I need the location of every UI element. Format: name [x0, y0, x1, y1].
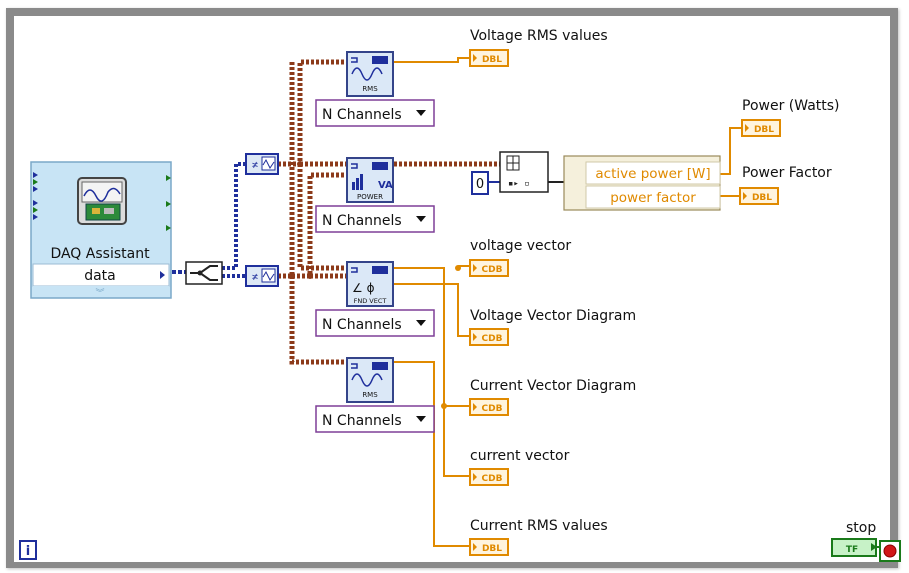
rms-block-voltage[interactable]: RMS: [346, 51, 394, 97]
indicator-power-watts[interactable]: Power (Watts) DBL: [741, 98, 840, 137]
indicator-label: Power (Watts): [742, 98, 840, 114]
indicator-type-tag: DBL: [482, 544, 502, 554]
index-constant-value: 0: [476, 177, 484, 192]
indicator-label: Voltage Vector Diagram: [470, 308, 636, 324]
mode-selector-3[interactable]: N Channels: [315, 309, 435, 337]
indicator-type-tag: CDB: [482, 265, 503, 275]
indicator-type-tag: CDB: [482, 334, 503, 344]
rms-glyph-label: RMS: [362, 85, 378, 93]
wire-current-cluster[interactable]: [278, 60, 347, 365]
daq-output-data[interactable]: data: [84, 268, 116, 284]
loop-iteration-label: i: [26, 544, 30, 559]
chevron-down-icon: [416, 216, 426, 222]
terminal-arrow-icon: [473, 403, 477, 411]
indicator-type-tag: CDB: [482, 474, 503, 484]
terminal-arrow-icon: [473, 333, 477, 341]
indicator-terminal[interactable]: [469, 259, 509, 277]
indicator-terminal[interactable]: [469, 538, 509, 556]
power-block[interactable]: VA POWER: [346, 157, 394, 203]
indicator-label: Current Vector Diagram: [470, 378, 636, 394]
loop-iteration-terminal[interactable]: i: [19, 540, 37, 560]
indicator-type-tag: DBL: [482, 55, 502, 65]
angle-phi-glyph: ∠ ϕ: [352, 281, 375, 295]
index-array[interactable]: ▪▸ ▫: [499, 151, 549, 193]
rms-glyph-label: RMS: [362, 391, 378, 399]
indicator-terminal[interactable]: [739, 187, 779, 205]
chevron-down-icon: [416, 110, 426, 116]
indicator-terminal[interactable]: [469, 328, 509, 346]
indicator-terminal[interactable]: [469, 398, 509, 416]
terminal-arrow-icon: [473, 264, 477, 272]
terminal-arrow-icon: [743, 192, 747, 200]
svg-text:≭: ≭: [252, 272, 258, 283]
indicator-label: voltage vector: [470, 238, 571, 254]
terminal-arrow-icon: [473, 543, 477, 551]
indicator-label: current vector: [470, 448, 570, 464]
fundamental-vector-block[interactable]: ∠ ϕ FND VECT: [346, 261, 394, 307]
mode-selector-3-label: N Channels: [322, 317, 402, 333]
loop-condition-terminal[interactable]: [876, 540, 901, 562]
power-glyph-label: POWER: [357, 193, 383, 201]
stop-control[interactable]: stop TF: [831, 520, 877, 557]
terminal-arrow-icon: [473, 473, 477, 481]
convert-from-dynamic-2[interactable]: ≭: [245, 265, 279, 287]
chevron-down-icon: [416, 416, 426, 422]
unbundle-field-active-power[interactable]: active power [W]: [595, 166, 710, 182]
split-signals[interactable]: [185, 261, 223, 285]
indicator-label: Power Factor: [742, 165, 832, 181]
unbundle-field-power-factor[interactable]: power factor: [610, 190, 696, 206]
terminal-arrow-icon: [745, 124, 749, 132]
wire-junctions: [441, 265, 461, 409]
mode-selector-2[interactable]: N Channels: [315, 205, 435, 233]
rms-block-current[interactable]: RMS: [346, 357, 394, 403]
daq-icon: [77, 177, 127, 225]
wire-junctions-brown: [289, 161, 313, 279]
indicator-label: Voltage RMS values: [470, 28, 608, 44]
index-constant[interactable]: 0: [471, 171, 489, 195]
indicator-type-tag: DBL: [752, 193, 772, 203]
stop-label: stop: [846, 520, 876, 536]
indicator-terminal[interactable]: [469, 468, 509, 486]
mode-selector-4-label: N Channels: [322, 413, 402, 429]
daq-title: DAQ Assistant: [50, 246, 150, 262]
mode-selector-1[interactable]: N Channels: [315, 99, 435, 127]
wire-orange[interactable]: [394, 57, 742, 547]
terminal-arrow-icon: [473, 54, 477, 62]
va-glyph-label: VA: [378, 180, 393, 191]
mode-selector-4[interactable]: N Channels: [315, 405, 435, 433]
indicator-type-tag: CDB: [482, 404, 503, 414]
convert-from-dynamic-1[interactable]: ≭: [245, 153, 279, 175]
wire-voltage-cluster[interactable]: [278, 59, 347, 271]
wire-split-to-converters[interactable]: [222, 162, 246, 278]
chevron-down-icon: [416, 320, 426, 326]
mode-selector-1-label: N Channels: [322, 107, 402, 123]
indicator-terminal[interactable]: [469, 49, 509, 67]
indicator-terminal[interactable]: [741, 119, 781, 137]
expand-chevron-icon[interactable]: ︾: [95, 288, 104, 299]
svg-text:≭: ≭: [252, 160, 258, 171]
stop-type-tag: TF: [846, 545, 858, 555]
indicator-type-tag: DBL: [754, 125, 774, 135]
svg-text:▪▸ ▫: ▪▸ ▫: [508, 179, 530, 189]
fndvect-glyph-label: FND VECT: [354, 297, 387, 305]
daq-assistant[interactable]: DAQ Assistant data ︾: [30, 161, 172, 299]
unbundle-by-name[interactable]: active power [W] power factor: [563, 155, 721, 211]
mode-selector-2-label: N Channels: [322, 213, 402, 229]
indicator-label: Current RMS values: [470, 518, 608, 534]
